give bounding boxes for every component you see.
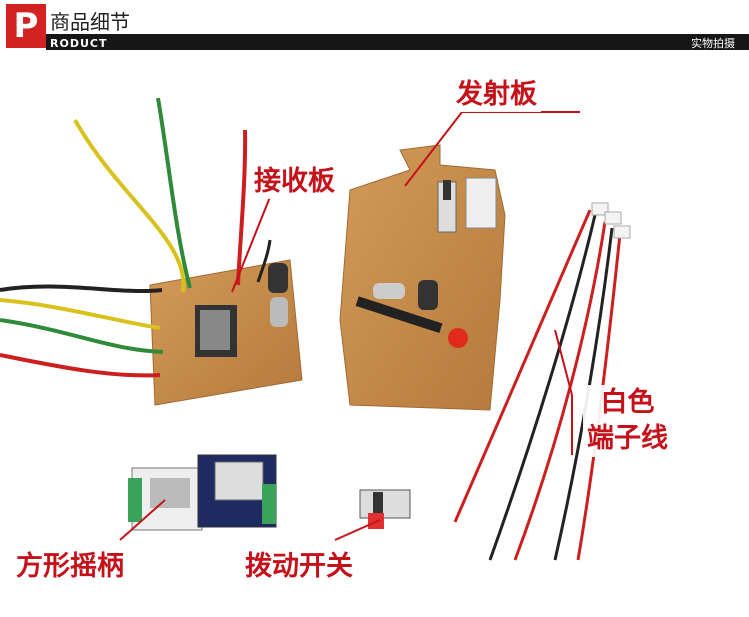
label-receiver-board: 接收板 xyxy=(250,165,339,199)
white-terminal-cables xyxy=(453,202,631,561)
transmitter-board xyxy=(339,144,506,411)
logo-letter: P xyxy=(13,6,39,46)
label-slide-switch: 拨动开关 xyxy=(241,550,357,584)
receiver-board xyxy=(0,97,303,406)
label-leader-lines xyxy=(119,111,580,541)
section-subtitle: RODUCT xyxy=(50,37,108,50)
product-photo xyxy=(0,97,631,561)
label-transmitter-board: 发射板 xyxy=(452,78,541,112)
section-title: 商品细节 xyxy=(50,10,130,34)
label-white-line-1: 白色 xyxy=(600,387,655,418)
logo-badge xyxy=(6,4,46,48)
label-white-line-2: 端子线 xyxy=(587,423,668,454)
joystick-modules xyxy=(128,454,277,531)
slide-switch xyxy=(359,489,411,529)
header-bar: P 商品细节 RODUCT 实物拍摄 xyxy=(0,0,749,52)
label-joystick: 方形摇柄 xyxy=(12,550,128,584)
label-white-terminal-cable: 白色 端子线 xyxy=(583,385,672,457)
title-underline-bar xyxy=(46,34,749,50)
real-photo-tag: 实物拍摄 xyxy=(691,37,735,50)
